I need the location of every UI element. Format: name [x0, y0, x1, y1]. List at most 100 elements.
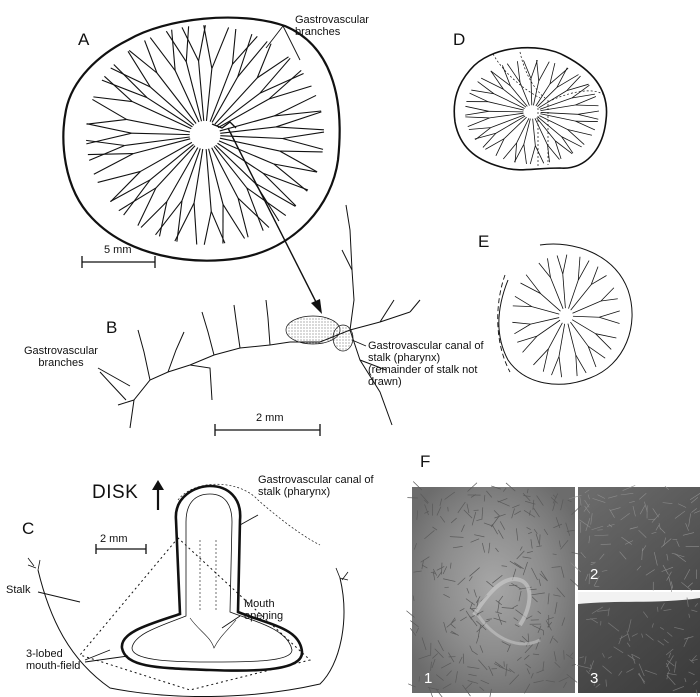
panel-label-f: F — [420, 452, 431, 471]
canal-fork — [475, 127, 491, 141]
photo-texture-stroke — [571, 551, 585, 556]
canal-fork — [482, 132, 497, 148]
canal-fork — [514, 295, 533, 307]
photo-texture-stroke — [427, 687, 440, 691]
photo-texture-stroke — [560, 499, 564, 511]
photo-texture-stroke — [666, 671, 669, 680]
canal-branch — [531, 306, 560, 315]
photo-texture-stroke — [434, 648, 444, 659]
canal-fork — [474, 132, 497, 140]
canal-fork — [587, 346, 597, 368]
canal-fork — [256, 56, 289, 79]
photo-texture-stroke — [666, 674, 676, 686]
photo-texture-stroke — [626, 642, 631, 647]
photo-texture-stroke — [501, 565, 508, 567]
canal-fork — [571, 84, 590, 99]
photo-texture-stroke — [440, 662, 452, 669]
panel-label-b: B — [106, 318, 118, 337]
photo-texture-stroke — [450, 623, 456, 629]
photo-texture-stroke — [471, 511, 477, 526]
photo-texture-stroke — [664, 486, 669, 490]
photo-texture-stroke — [579, 656, 584, 659]
canal-branch — [174, 70, 200, 123]
photo-number-3: 3 — [590, 670, 599, 687]
canal-fork — [262, 172, 297, 207]
scale-label-c: 2 mm — [100, 533, 128, 545]
canal-branch — [516, 118, 530, 144]
photo-texture-stroke — [449, 536, 464, 538]
canal-fork — [575, 96, 597, 106]
photo-texture-stroke — [492, 574, 503, 584]
canal-fork — [282, 131, 325, 140]
photo-texture-stroke — [605, 679, 607, 687]
photo-texture-stroke — [440, 515, 446, 523]
canal-fork — [110, 171, 141, 203]
photo-texture-stroke — [688, 613, 691, 618]
canal-branch — [155, 145, 196, 189]
canal-branch — [519, 82, 530, 106]
photo-texture-stroke — [522, 556, 532, 559]
photo-texture-stroke — [451, 617, 456, 623]
canal-branch — [570, 284, 592, 311]
canal-fork — [538, 61, 550, 82]
photo-number-2: 2 — [590, 566, 599, 583]
photo-texture-stroke — [431, 658, 436, 669]
canal-fork — [549, 67, 569, 85]
canal-fork — [469, 92, 489, 103]
canal-branch — [495, 115, 526, 134]
photo-texture-stroke — [584, 656, 587, 665]
canal-fork — [93, 96, 133, 103]
photo-texture-stroke — [420, 556, 430, 563]
canal-fork — [542, 348, 549, 372]
panel-a-leaders — [265, 25, 301, 61]
photo-texture-stroke — [452, 546, 463, 549]
photo-texture-stroke — [495, 611, 502, 614]
canal-branch — [214, 77, 258, 125]
canal-fork — [88, 144, 125, 161]
photo-texture-stroke — [608, 495, 618, 499]
photo-texture-stroke — [563, 681, 567, 688]
canal-branch — [523, 118, 531, 145]
photo-texture-stroke — [682, 532, 695, 536]
photo-texture-stroke — [486, 490, 493, 498]
canal-fork — [477, 81, 495, 95]
photo-texture-stroke — [476, 620, 487, 631]
canal-fork — [97, 170, 141, 183]
canal-branch — [537, 116, 562, 137]
photo-texture-stroke — [639, 505, 646, 515]
canal-branch — [146, 97, 193, 128]
photo-texture-stroke — [545, 620, 552, 631]
canal-fork — [118, 187, 157, 212]
canal-fork — [538, 262, 551, 278]
canal-fork — [465, 105, 489, 112]
photo-texture-stroke — [486, 580, 494, 588]
canal-fork — [237, 198, 249, 238]
canal-fork — [480, 77, 504, 90]
photo-texture-stroke — [591, 525, 604, 531]
canal-branch — [536, 117, 556, 142]
photo-texture-stroke — [412, 481, 423, 491]
photo-texture-stroke — [522, 493, 531, 502]
photo-texture-stroke — [463, 509, 473, 519]
photo-texture-stroke — [465, 598, 476, 606]
canal-branch — [530, 78, 533, 106]
photo-texture-stroke — [601, 570, 608, 572]
canal-fork — [525, 274, 542, 294]
photo-texture-stroke — [421, 637, 427, 651]
photo-texture-stroke — [644, 501, 648, 513]
photo-texture-stroke — [486, 618, 492, 620]
photo-texture-stroke — [489, 688, 492, 697]
canal-fork — [275, 126, 324, 131]
label-line: branches — [295, 26, 341, 38]
canal-fork — [282, 137, 324, 150]
photo-texture-stroke — [516, 550, 525, 560]
canal-fork — [554, 140, 562, 160]
photo-texture-stroke — [554, 602, 558, 614]
photo-texture-stroke — [560, 566, 565, 578]
canal-fork — [517, 335, 538, 343]
canal-fork — [128, 49, 158, 74]
label-line: Gastrovascular — [295, 14, 369, 26]
photo-texture-stroke — [594, 534, 609, 537]
panel-f-photos — [406, 481, 700, 697]
photo-texture-stroke — [465, 682, 473, 690]
